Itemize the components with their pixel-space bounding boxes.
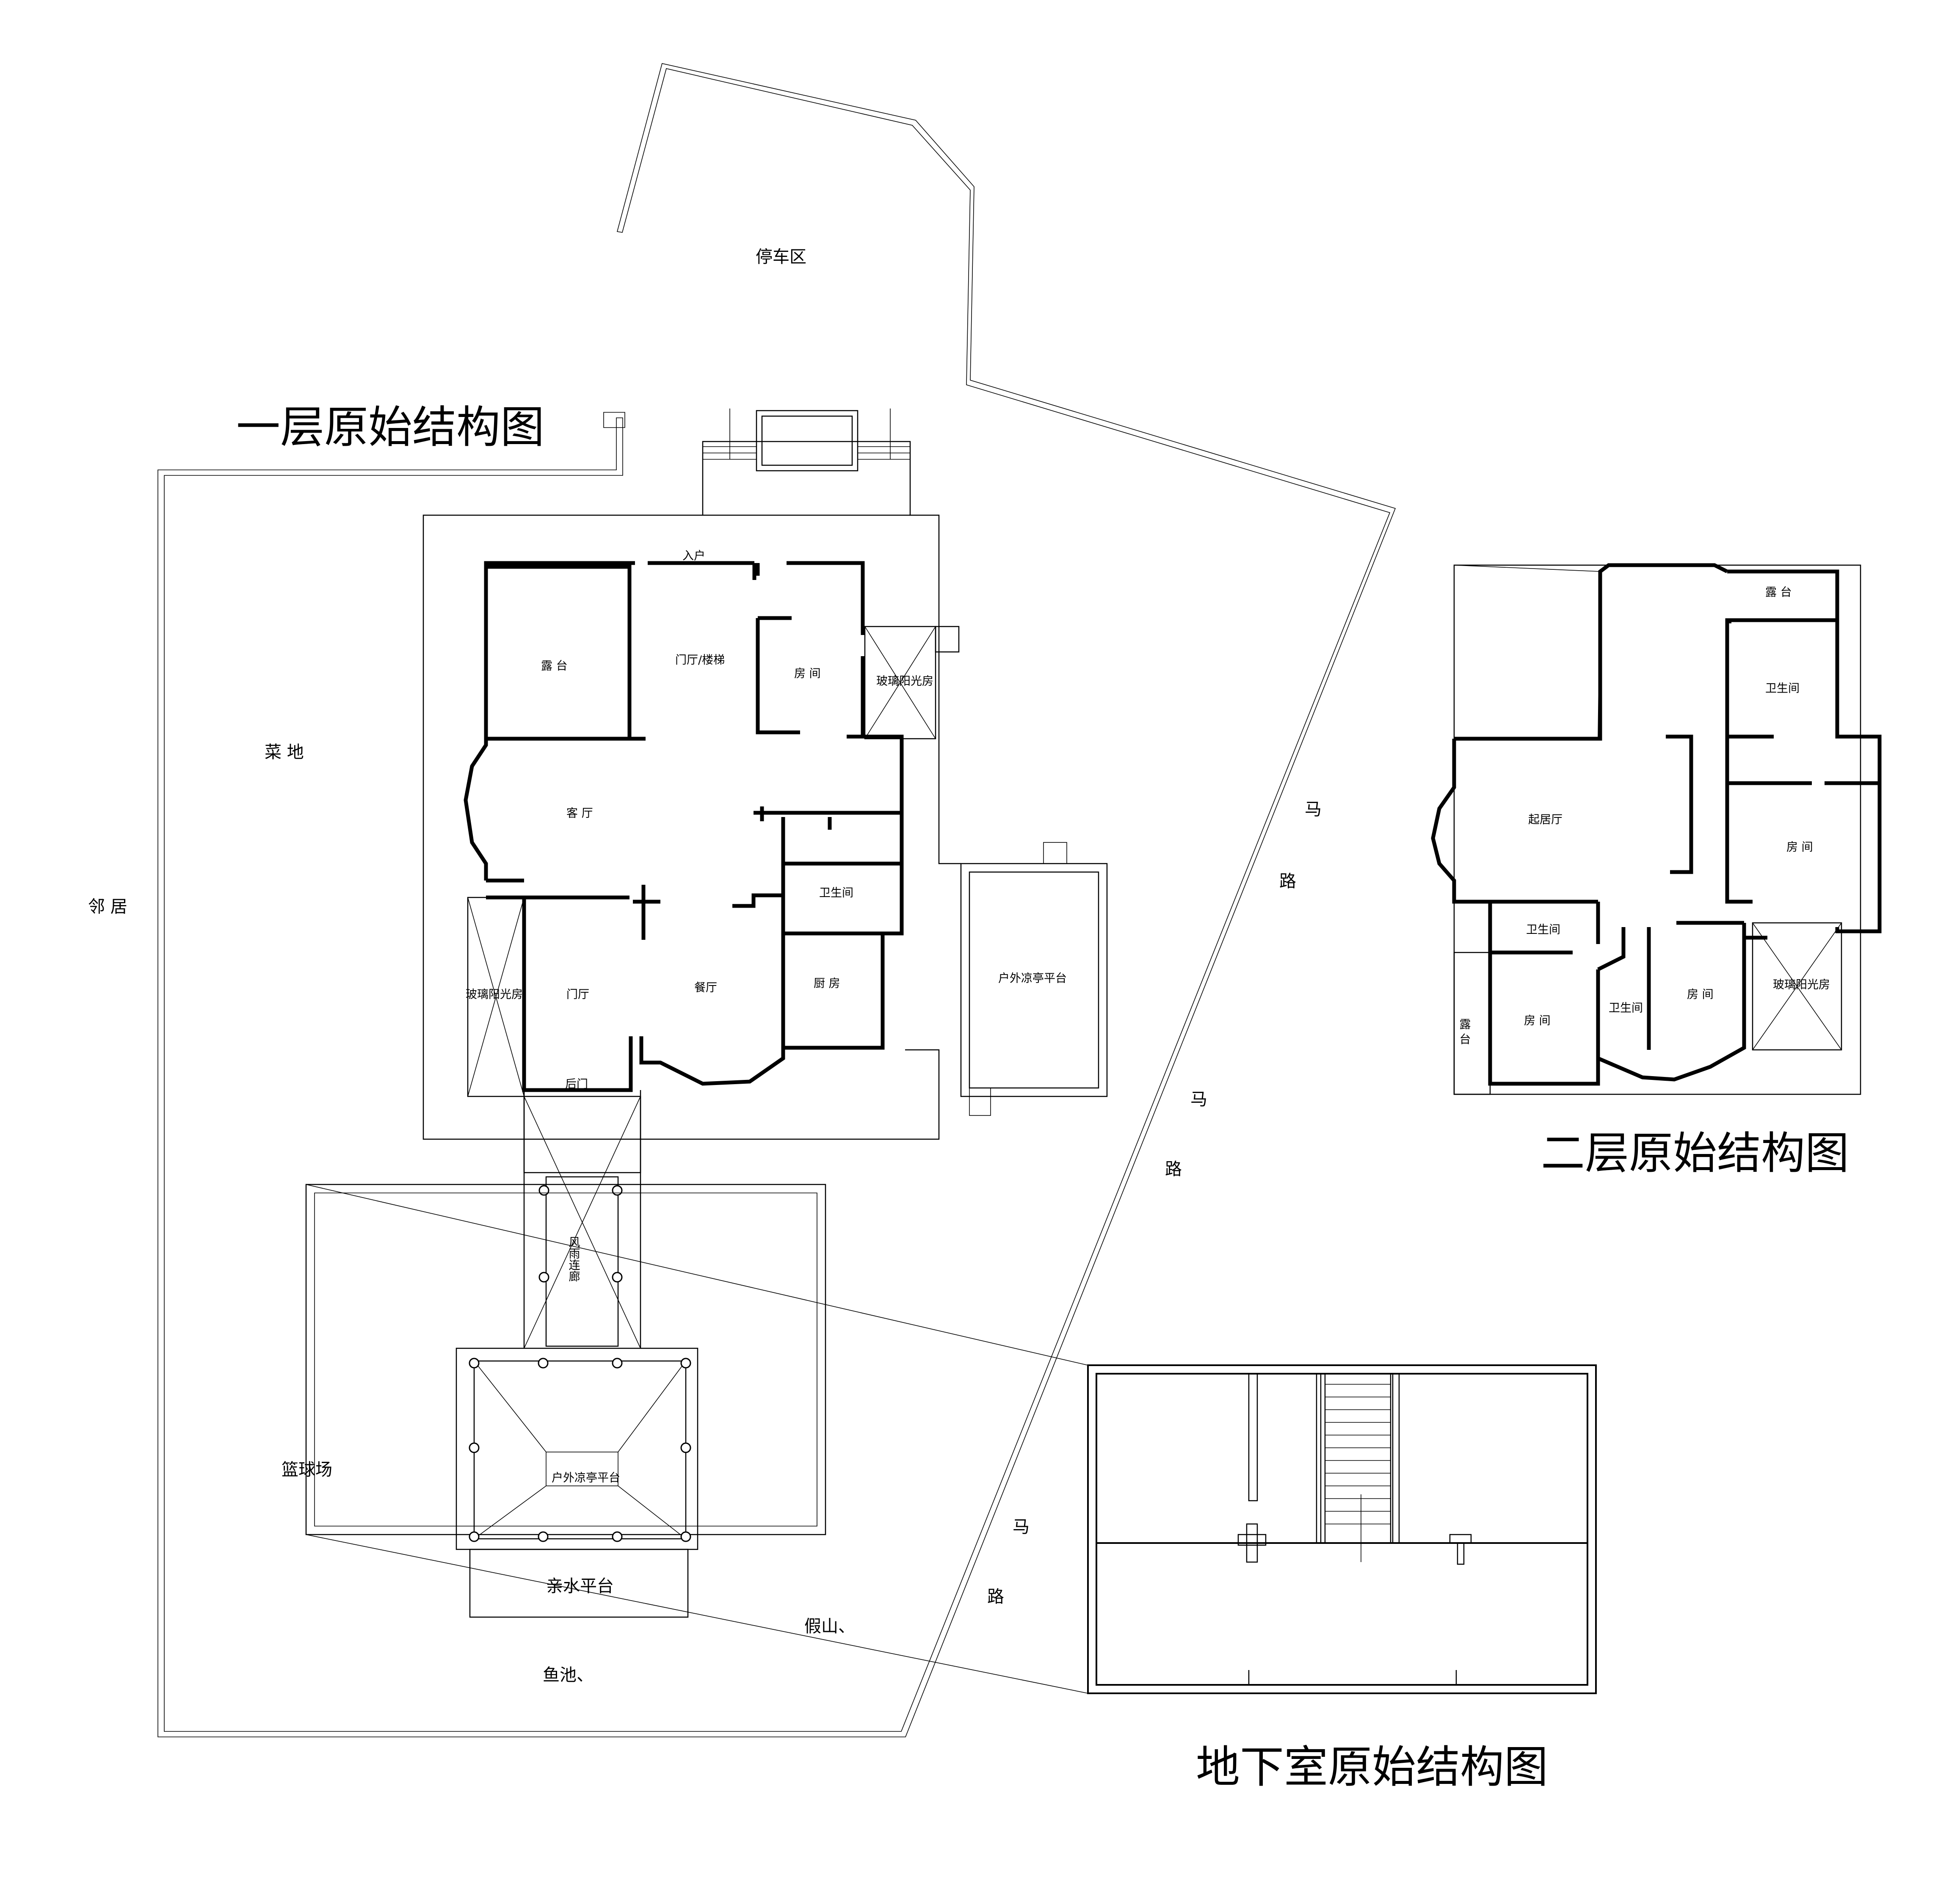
terrace-top-label: 露 台 xyxy=(1765,586,1792,599)
room-a-label: 房 间 xyxy=(1786,841,1813,854)
glass-sunroom-side-label: 玻璃阳光房 xyxy=(466,988,523,1001)
road-label-2b: 路 xyxy=(1165,1159,1182,1179)
floor2-labels: 露 台 卫生间 起居厅 房 间 卫生间 卫生间 房 间 露 台 房 间 玻璃阳光… xyxy=(1458,586,1830,1045)
road-label-3a: 马 xyxy=(1013,1517,1030,1537)
bathroom-a-label: 卫生间 xyxy=(1765,682,1800,695)
glass-sunroom-label: 玻璃阳光房 xyxy=(876,675,933,688)
road-label-1b: 路 xyxy=(1279,872,1296,891)
back-door-label: 后门 xyxy=(565,1078,588,1091)
pavilion-platform-label: 户外凉亭平台 xyxy=(552,1471,620,1485)
vegetable-plot-label: 菜 地 xyxy=(265,743,304,762)
road-labels: 马 路 马 路 马 路 xyxy=(987,800,1322,1607)
outdoor-pavilion-label: 户外凉亭平台 xyxy=(998,972,1067,985)
bathroom-b-label: 卫生间 xyxy=(1526,923,1560,936)
bathroom-c-label: 卫生间 xyxy=(1609,1002,1643,1015)
floor1-title: 一层原始结构图 xyxy=(236,401,544,453)
room-c-label: 房 间 xyxy=(1524,1014,1551,1027)
fish-pond-label: 鱼池、 xyxy=(543,1665,594,1685)
entrance-label: 入户 xyxy=(682,549,705,563)
corridor-label: 风雨连廊 xyxy=(567,1236,580,1282)
road-label-3b: 路 xyxy=(987,1587,1004,1607)
family-room-label: 起居厅 xyxy=(1528,813,1562,826)
glass-sunroom-2-label: 玻璃阳光房 xyxy=(1773,978,1830,991)
road-label-1a: 马 xyxy=(1305,800,1322,819)
site-boundary xyxy=(157,63,1396,1737)
terrace-label: 露 台 xyxy=(541,660,568,673)
dining-label: 餐厅 xyxy=(694,981,717,994)
room-b-label: 房 间 xyxy=(1687,988,1714,1001)
bathroom-label: 卫生间 xyxy=(819,886,853,900)
room-label: 房 间 xyxy=(794,667,821,680)
terrace-side-label: 露 台 xyxy=(1458,1018,1471,1045)
road-label-2a: 马 xyxy=(1190,1090,1207,1109)
foyer-stairs-label: 门厅/楼梯 xyxy=(675,654,725,667)
waterside-platform-label: 亲水平台 xyxy=(546,1576,614,1596)
kitchen-label: 厨 房 xyxy=(814,977,840,990)
rockery-label: 假山、 xyxy=(804,1617,855,1636)
floor1-plan xyxy=(305,409,1108,1694)
floor2-plan xyxy=(1431,563,1882,1095)
basketball-court-label: 篮球场 xyxy=(282,1460,332,1480)
neighbor-label: 邻 居 xyxy=(88,897,127,917)
floor2-title: 二层原始结构图 xyxy=(1541,1127,1849,1179)
pavilion-columns xyxy=(469,1358,691,1542)
basement-plan xyxy=(1087,1364,1597,1694)
living-room-label: 客 厅 xyxy=(566,807,593,820)
corridor-columns xyxy=(538,1185,623,1283)
parking-label: 停车区 xyxy=(756,247,806,267)
basement-title: 地下室原始结构图 xyxy=(1196,1741,1548,1793)
hall-label: 门厅 xyxy=(566,988,589,1001)
floor1-labels: 入户 露 台 门厅/楼梯 房 间 玻璃阳光房 客 厅 卫生间 玻璃阳光房 门厅 … xyxy=(466,549,1067,1485)
